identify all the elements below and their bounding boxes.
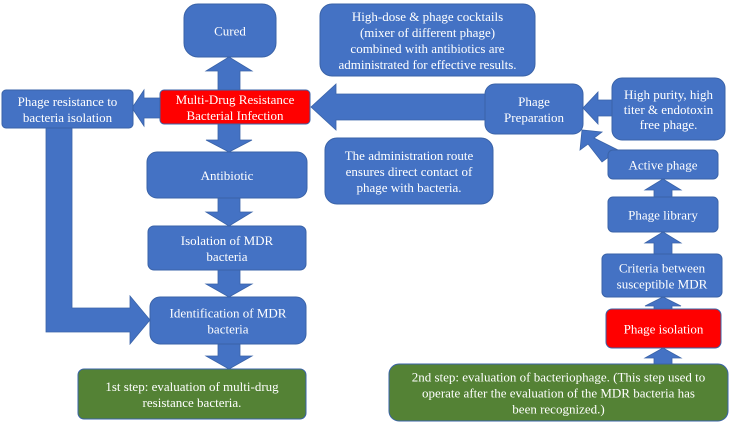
arrow-isolation-to-identification [204, 269, 254, 298]
arrow-library-to-active [643, 178, 683, 198]
phage-library-label-line: Phage library [628, 207, 698, 222]
node-antibiotic: Antibiotic [146, 151, 308, 199]
phage-resistance-label-line: Phage resistance to [18, 94, 118, 109]
node-step2: 2nd step: evaluation of bacteriophage. (… [388, 363, 729, 422]
step1-label-line: 1st step: evaluation of multi-drug [105, 379, 279, 394]
cocktails-note-label: High-dose & phage cocktails(mixer of dif… [338, 9, 516, 72]
high-purity-label-line: titer & endotoxin [624, 102, 714, 117]
active-phage-label: Active phage [629, 157, 698, 172]
cocktails-note-label-line: combined with antibiotics are [350, 41, 504, 56]
mdr-infection-label-line: Multi-Drug Resistance [176, 92, 295, 107]
identification-mdr-label-line: Identification of MDR [170, 305, 287, 320]
phage-resistance-label-line: bacteria isolation [23, 110, 113, 125]
node-cocktails-note: High-dose & phage cocktails(mixer of dif… [319, 3, 536, 77]
step2-label-line: 2nd step: evaluation of bacteriophage. (… [412, 369, 706, 384]
admin-route-note-label-line: The administration route [345, 148, 474, 163]
antibiotic-label: Antibiotic [201, 168, 254, 183]
node-phage-library: Phage library [607, 196, 719, 233]
step2-label: 2nd step: evaluation of bacteriophage. (… [412, 369, 706, 416]
arrow-mdr-to-cured [204, 56, 254, 93]
high-purity-label-line: free phage. [640, 117, 698, 132]
arrow-purity-to-preparation [582, 90, 613, 126]
arrow-antibiotic-to-isolation [204, 197, 254, 227]
cured-label-line: Cured [214, 23, 246, 38]
arrow-criteria-to-library [643, 231, 683, 255]
antibiotic-label-line: Antibiotic [201, 168, 254, 183]
step2-label-line: been recognized.) [512, 401, 604, 416]
arrow-step2-to-phage-isolation [643, 347, 683, 365]
node-active-phage: Active phage [607, 149, 719, 180]
phage-isolation-label: Phage isolation [624, 321, 704, 336]
cocktails-note-label-line: administrated for effective results. [338, 57, 516, 72]
arrow-phage-resistance-to-identification [45, 127, 151, 346]
phage-isolation-label-line: Phage isolation [624, 321, 704, 336]
arrow-preparation-to-mdr [310, 83, 486, 131]
criteria-label-line: Criteria between [619, 260, 706, 275]
step1-label-line: resistance bacteria. [143, 395, 242, 410]
phage-library-label: Phage library [628, 207, 698, 222]
isolation-mdr-label-line: Isolation of MDR [181, 233, 274, 248]
arrow-identification-to-step1 [204, 343, 254, 370]
cocktails-note-label-line: High-dose & phage cocktails [352, 9, 503, 24]
isolation-mdr-label-line: bacteria [206, 249, 247, 264]
phage-preparation-label-line: Phage [518, 94, 550, 109]
criteria-label-line: susceptible MDR [617, 276, 708, 291]
phage-preparation-label-line: Preparation [504, 110, 564, 125]
cured-label: Cured [214, 23, 246, 38]
admin-route-note-label-line: ensures direct contact of [346, 164, 473, 179]
arrow-isolation-to-criteria [644, 296, 682, 310]
arrow-mdr-to-antibiotic [205, 123, 253, 153]
identification-mdr-label-line: bacteria [207, 321, 248, 336]
active-phage-label-line: Active phage [629, 157, 698, 172]
high-purity-label-line: High purity, high [624, 87, 714, 102]
mdr-infection-label-line: Bacterial Infection [186, 108, 284, 123]
arrow-mdr-to-phage-resistance [131, 88, 161, 128]
admin-route-note-label-line: phage with bacteria. [356, 180, 461, 195]
node-cured: Cured [183, 3, 277, 58]
node-phage-isolation: Phage isolation [605, 308, 722, 349]
cocktails-note-label-line: (mixer of different phage) [360, 25, 495, 40]
step2-label-line: operate after the evaluation of the MDR … [422, 385, 695, 400]
